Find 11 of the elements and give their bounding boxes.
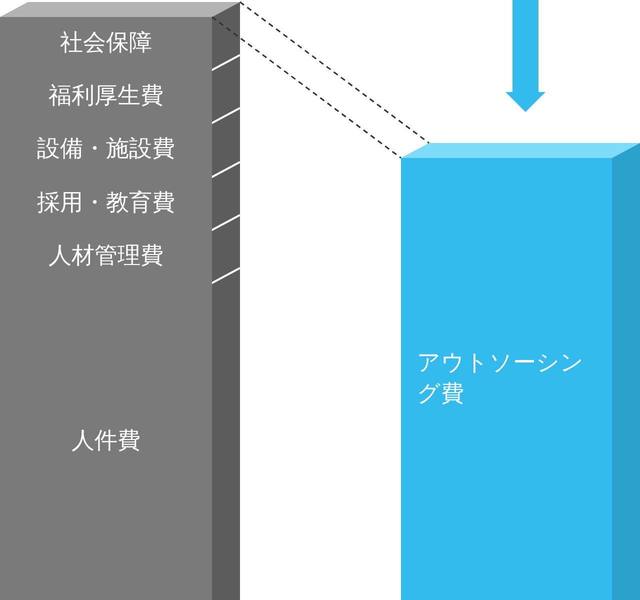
column-label: 人材管理費 (48, 242, 164, 271)
column-label: 福利厚生費 (48, 82, 164, 111)
column-label: 社会保障 (60, 28, 152, 58)
column-label: 人件費 (72, 426, 140, 456)
column-label: アウトソーシング費 (417, 348, 585, 409)
dashed-line (211, 1, 430, 159)
stack-segment (0, 283, 212, 600)
column-label: 採用・教育費 (37, 188, 175, 218)
column-label: 設備・施設費 (37, 135, 175, 164)
down-arrow (506, 0, 546, 112)
stack-segment (0, 17, 212, 70)
